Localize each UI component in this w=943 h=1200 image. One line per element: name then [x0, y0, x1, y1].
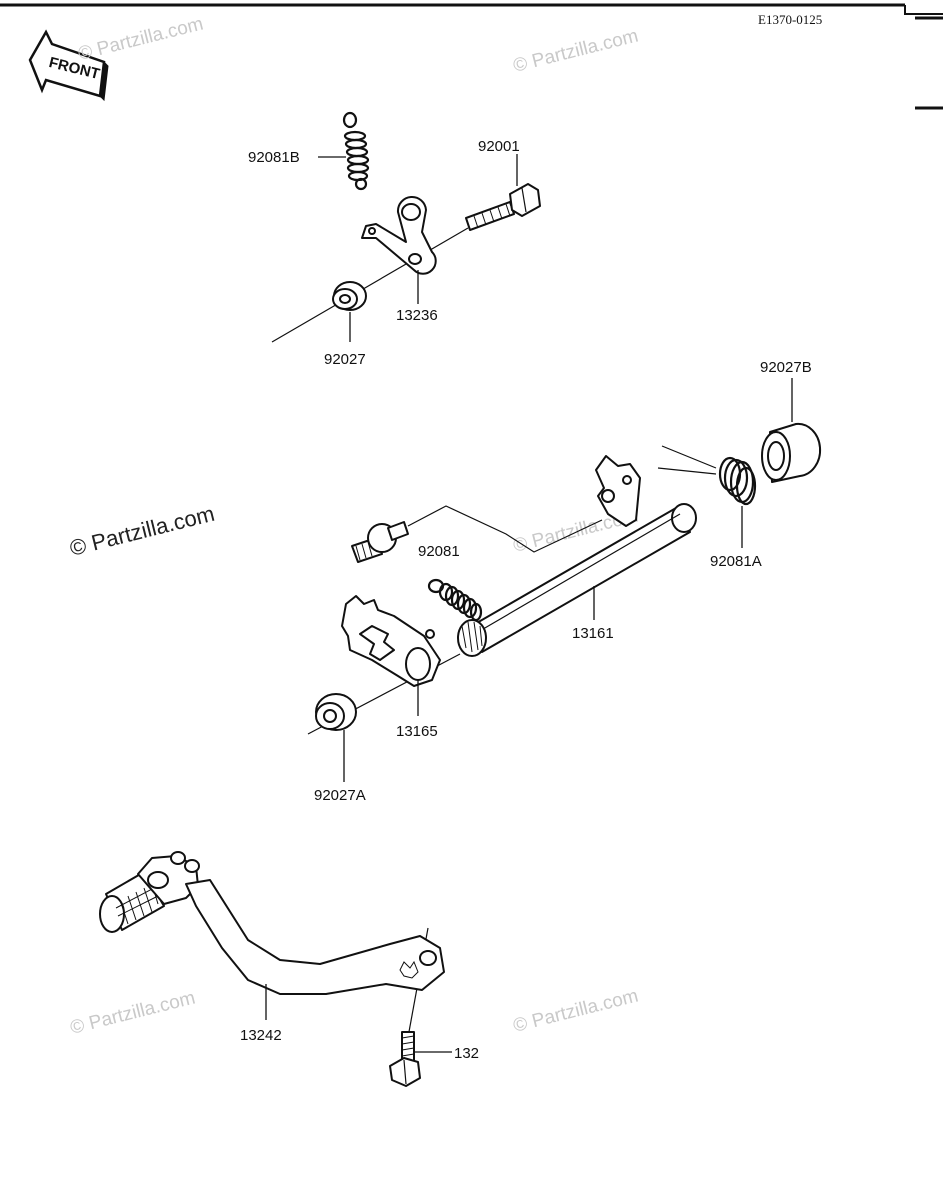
bracket-line — [407, 505, 603, 553]
plate-13236 — [361, 195, 437, 275]
watermark: © Partzilla.com — [511, 26, 640, 77]
part-label-13236: 13236 — [396, 307, 438, 324]
part-label-132: 132 — [454, 1045, 479, 1062]
front-arrow-icon: FRONT — [28, 29, 109, 102]
plate-13165 — [341, 595, 441, 687]
collar-92027a — [315, 693, 357, 731]
part-label-13161: 13161 — [572, 625, 614, 642]
bolt-132 — [389, 1031, 421, 1087]
spring-92081 — [427, 578, 483, 622]
collar-92027b — [761, 422, 822, 483]
watermark: © Partzilla.com — [68, 988, 197, 1039]
pin-bolt — [351, 521, 409, 563]
collar-92027 — [332, 281, 367, 311]
spring-92081b — [342, 111, 370, 191]
watermark: © Partzilla.com — [511, 986, 640, 1037]
spring-92081a — [657, 445, 757, 506]
part-label-92081a: 92081A — [710, 553, 762, 570]
pedal-13242 — [99, 851, 445, 995]
top-border-corner — [904, 5, 943, 15]
part-label-92027: 92027 — [324, 351, 366, 368]
watermark: © Partzilla.com — [76, 14, 205, 65]
part-label-13165: 13165 — [396, 723, 438, 740]
part-label-92081: 92081 — [418, 543, 460, 560]
bolt-92001 — [465, 183, 541, 231]
part-label-92027b: 92027B — [760, 359, 812, 376]
part-label-92001: 92001 — [478, 138, 520, 155]
centerline-top — [271, 227, 469, 343]
shaft-13161 — [457, 455, 697, 657]
watermark: © Partzilla.com — [67, 501, 217, 561]
reference-code: E1370-0125 — [758, 12, 822, 27]
part-label-92027a: 92027A — [314, 787, 366, 804]
part-label-92081b: 92081B — [248, 149, 300, 166]
part-label-13242: 13242 — [240, 1027, 282, 1044]
